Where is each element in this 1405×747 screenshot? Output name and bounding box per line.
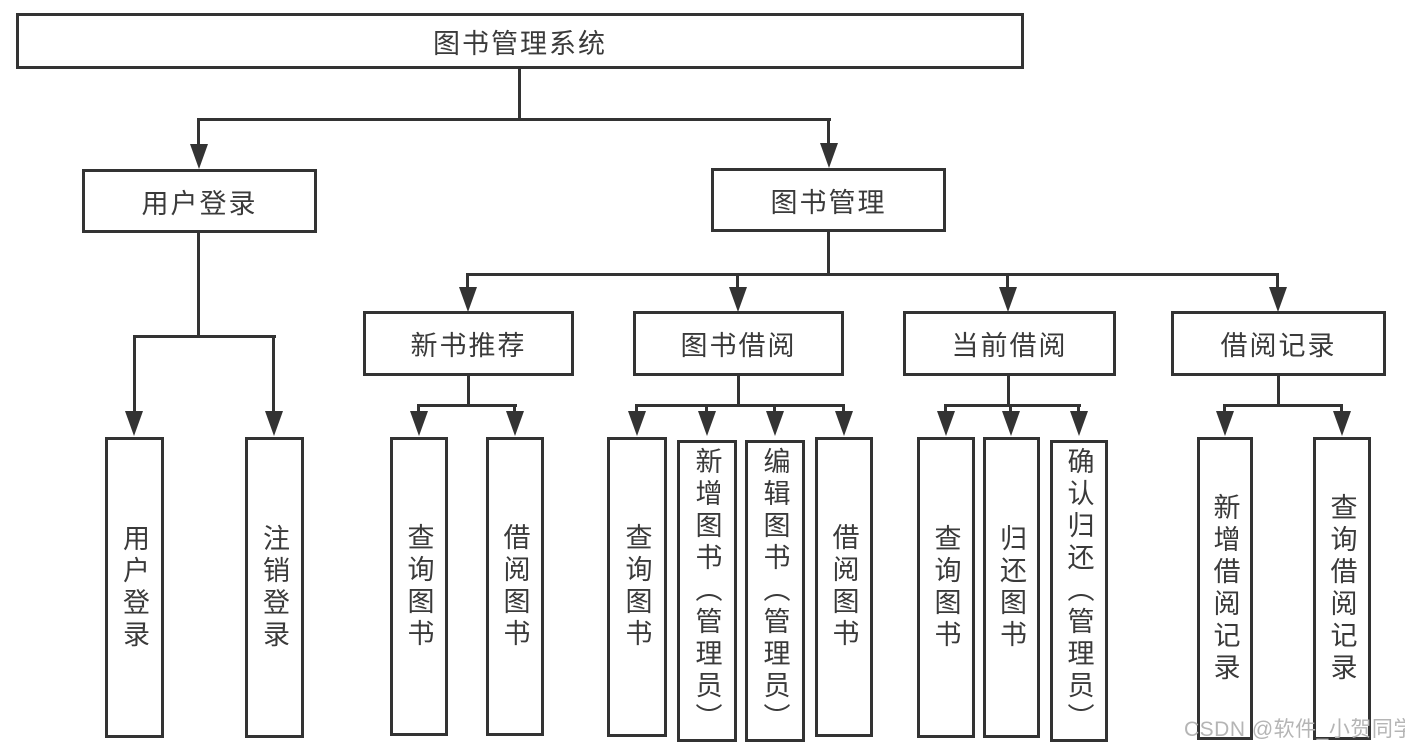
edge-g3-leaf3-stem [773,406,776,413]
arrow-g3-leaf2 [698,411,716,436]
edge-to-current-stem [1006,275,1009,289]
edge-leaf-logout-stem [272,337,275,413]
edge-g4-leaf3-stem [1077,406,1080,413]
edge-borrowing-stem [737,376,740,405]
edge-to-user-login-stem [197,120,200,146]
leaf-query-books-1: 查询图书 [390,437,448,736]
arrow-to-current [999,287,1017,312]
arrow-g4-leaf3 [1070,411,1088,436]
leaf-logout: 注销登录 [245,437,304,738]
edge-leaf-login-stem [133,337,136,413]
arrow-g3-leaf1 [628,411,646,436]
leaf-add-borrow-record: 新增借阅记录 [1197,437,1253,740]
leaf-confirm-return-admin: 确认归还（管理员） [1050,440,1108,742]
node-current-borrowing: 当前借阅 [903,311,1116,376]
arrow-g3-leaf3 [766,411,784,436]
arrow-to-user-login [190,144,208,169]
edge-user-login-stem [197,233,200,336]
edge-current-stem [1007,376,1010,405]
edge-to-borrowing-stem [736,275,739,289]
leaf-borrow-books-1: 借阅图书 [486,437,544,736]
edge-root-stem [518,69,521,119]
edge-g5-leaf2-stem [1340,406,1343,413]
arrow-g5-leaf1 [1216,411,1234,436]
arrow-to-leaf-logout [265,411,283,436]
edge-level3-hline [466,273,1279,276]
edge-g4-leaf1-stem [944,406,947,413]
edge-g5-leaf1-stem [1223,406,1226,413]
leaf-user-login: 用户登录 [105,437,164,738]
leaf-query-borrow-record: 查询借阅记录 [1313,437,1371,740]
edge-g4-leaf2-stem [1009,406,1012,413]
edge-g3-leaf1-stem [635,406,638,413]
node-user-login: 用户登录 [82,169,317,233]
edge-borrowing-hline [635,404,845,407]
edge-newbook-hline [417,404,517,407]
arrow-g4-leaf2 [1002,411,1020,436]
edge-to-records-stem [1276,275,1279,289]
arrow-g3-leaf4 [835,411,853,436]
leaf-return-books: 归还图书 [983,437,1040,738]
node-new-book-recommendation: 新书推荐 [363,311,574,376]
leaf-add-books-admin: 新增图书（管理员） [677,440,737,742]
edge-book-mgmt-stem [827,232,830,275]
leaf-query-books-3: 查询图书 [917,437,975,738]
node-borrowing-records: 借阅记录 [1171,311,1386,376]
edge-g3-leaf2-stem [705,406,708,413]
edge-level2-hline [197,118,831,121]
edge-records-stem [1277,376,1280,405]
csdn-watermark: CSDN @软件_小贺同学 [1184,718,1405,741]
edge-records-hline [1223,404,1343,407]
arrow-g4-leaf1 [937,411,955,436]
leaf-edit-books-admin: 编辑图书（管理员） [745,440,805,742]
node-book-borrowing: 图书借阅 [633,311,844,376]
arrow-to-borrowing [729,287,747,312]
edge-g2-leaf1-stem [417,406,420,413]
edge-to-newbook-stem [466,275,469,289]
arrow-g2-leaf2 [506,411,524,436]
arrow-g2-leaf1 [410,411,428,436]
arrow-g5-leaf2 [1333,411,1351,436]
leaf-query-books-2: 查询图书 [607,437,667,737]
leaf-borrow-books-2: 借阅图书 [815,437,873,737]
arrow-to-leaf-login [125,411,143,436]
arrow-to-newbook [459,287,477,312]
node-root-library-system: 图书管理系统 [16,13,1024,69]
edge-to-book-mgmt-stem [827,120,830,145]
node-book-management: 图书管理 [711,168,946,232]
edge-current-hline [944,404,1081,407]
arrow-to-records [1269,287,1287,312]
edge-g3-leaf4-stem [842,406,845,413]
edge-newbook-stem [467,376,470,405]
arrow-to-book-mgmt [820,143,838,168]
edge-user-login-hline [133,335,276,338]
edge-g2-leaf2-stem [513,406,516,413]
